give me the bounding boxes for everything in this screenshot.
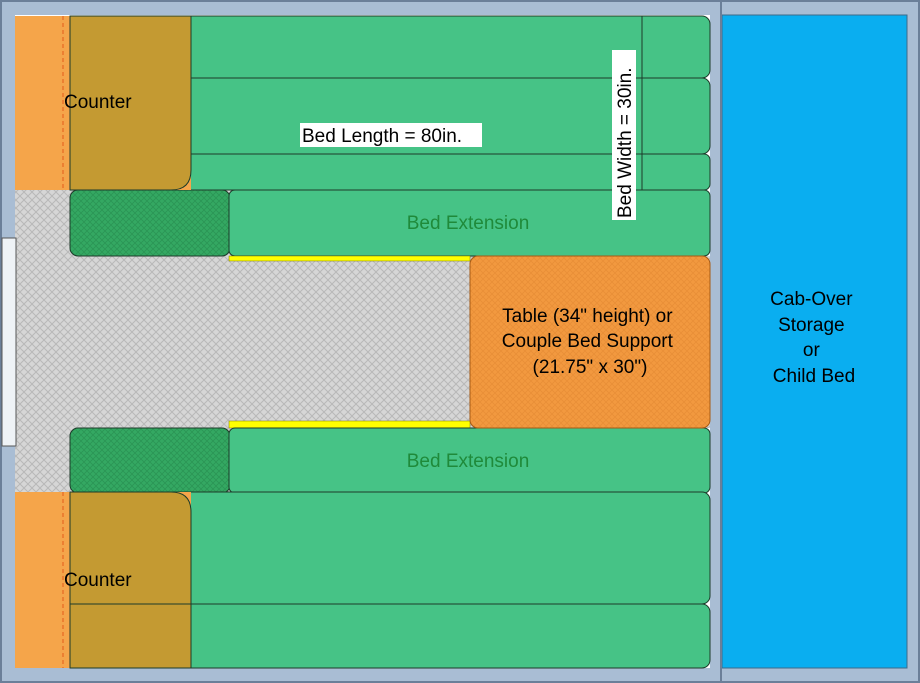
cab-over-label: Cab-Over Storage or Child Bed xyxy=(770,289,858,387)
top-extension-hatched xyxy=(69,189,231,257)
counter-bottom-overlap xyxy=(69,491,192,669)
bed-extension-top-label: Bed Extension xyxy=(407,213,530,234)
bottom-extension-hatched xyxy=(69,427,231,494)
counter-bottom-label: Counter xyxy=(64,570,132,591)
bed-extension-bottom-label: Bed Extension xyxy=(407,451,530,472)
top-rail xyxy=(228,255,471,262)
bed-width-label-bg xyxy=(612,50,636,220)
bed-width-label: Bed Width = 30in. xyxy=(615,67,636,218)
table-label: Table (34" height) or Couple Bed Support… xyxy=(502,306,678,378)
bottom-rail xyxy=(228,420,471,429)
counter-top-label: Counter xyxy=(64,92,132,113)
bed-length-label: Bed Length = 80in. xyxy=(302,126,462,147)
bed-length-label-bg xyxy=(300,123,482,147)
cab-over-area xyxy=(721,14,908,669)
table xyxy=(469,255,711,429)
door[interactable] xyxy=(1,237,17,447)
counter-top-overlap xyxy=(69,15,192,191)
